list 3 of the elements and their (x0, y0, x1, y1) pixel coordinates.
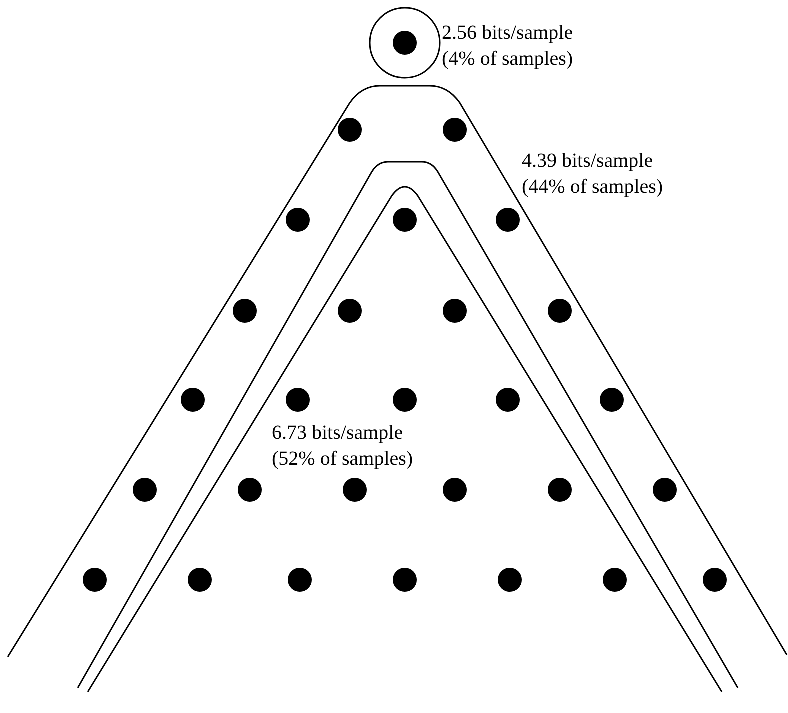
rate-label: 4.39 bits/sample (44% of samples) (522, 149, 664, 200)
rate-label: 6.73 bits/sample (52% of samples) (272, 421, 414, 472)
rate-label: 2.56 bits/sample (4% of samples) (442, 21, 574, 72)
